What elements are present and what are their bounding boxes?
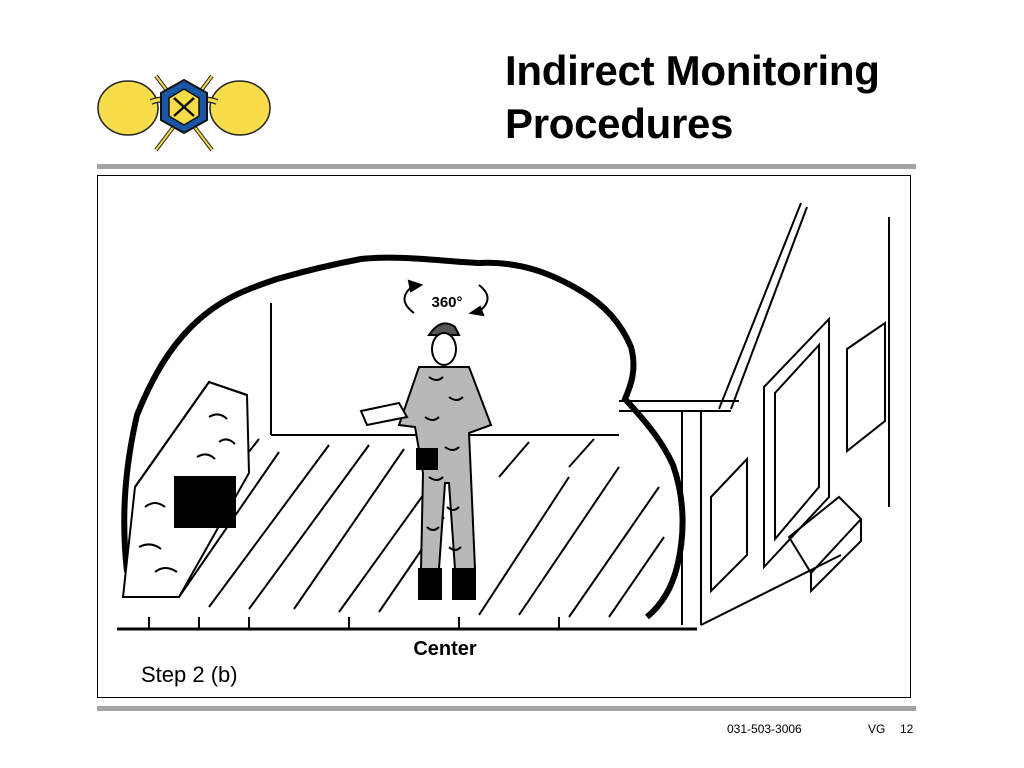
slide-title-line-1: Indirect Monitoring	[505, 47, 880, 94]
house-exterior	[619, 202, 890, 626]
cutaway-outline	[121, 254, 686, 620]
top-divider	[97, 164, 916, 169]
branch-insignia-logo	[97, 74, 271, 152]
org-label: VG	[868, 722, 886, 736]
benzene-ring-icon	[160, 78, 208, 135]
page-number: 12	[900, 722, 914, 736]
step-label: Step 2 (b)	[141, 662, 238, 687]
fireplace	[121, 380, 251, 598]
rotation-label: 360°	[431, 294, 462, 311]
course-code: 031-503-3006	[727, 722, 802, 736]
center-caption: Center	[413, 638, 477, 660]
slide-title: Indirect Monitoring Procedures	[505, 44, 1005, 150]
room-scene-illustration: 360°	[117, 202, 890, 631]
illustration-frame	[97, 175, 911, 698]
soldier-figure	[359, 322, 493, 600]
rotation-indicator	[403, 279, 489, 317]
slide-title-line-2: Procedures	[505, 100, 734, 147]
bottom-divider	[97, 706, 916, 711]
